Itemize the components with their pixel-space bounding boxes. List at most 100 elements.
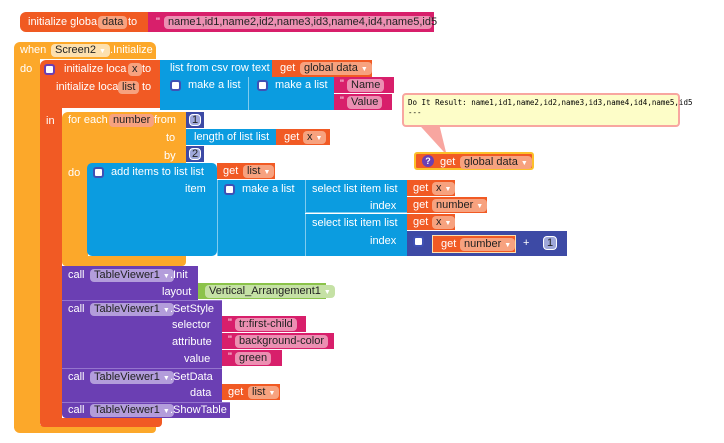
global-text-value[interactable]: name1,id1,name2,id2,name3,id3,name4,id4,… [164,16,437,29]
global-var-name[interactable]: data [98,16,128,29]
index-label-2: index [370,235,397,247]
global-init-block[interactable]: initialize globa data to [20,12,154,32]
selector-value[interactable]: tr:first-child [235,318,297,331]
call-init-block[interactable]: call TableViewer1▼ .Init layout [62,266,198,300]
loop-do-label: do [68,167,81,179]
get-list-block[interactable]: get list▼ [217,163,275,179]
x-dropdown[interactable]: x▼ [303,131,327,144]
get-label: get [223,165,239,177]
global-to-label: to [128,16,138,28]
list-dropdown[interactable]: list▼ [243,165,275,178]
select-list-item-block-2[interactable]: select list item list index [305,214,407,256]
text-name-block[interactable]: " Name [334,77,394,93]
component-dropdown[interactable]: TableViewer1▼ [90,303,174,316]
mutator-gear-icon[interactable] [44,64,55,75]
call-showtable-block[interactable]: call TableViewer1▼ .ShowTable [62,402,230,418]
csv-label: list from csv row text [170,62,270,74]
local-init-block[interactable]: initialize loca x to initialize loca lis… [40,60,160,108]
mutator-gear-icon[interactable] [170,80,181,91]
quote-icon: " [228,351,232,363]
add-items-block[interactable]: add items to list list item [87,163,217,256]
dropdown-arrow-icon: ▼ [476,203,484,210]
event-footer [14,425,156,433]
attribute-value[interactable]: background-color [235,335,328,348]
component-dropdown[interactable]: TableViewer1▼ [90,269,174,282]
get-global-data-block[interactable]: get global data▼ [272,60,372,77]
local-var-list[interactable]: list [118,81,140,94]
component-dropdown[interactable]: TableViewer1▼ [90,371,174,384]
text-name-value[interactable]: Name [347,79,385,92]
global-text-block[interactable]: " name1,id1,name2,id2,name3,id3,name4,id… [148,12,437,32]
quote-icon: " [340,78,344,90]
get-x-block-1[interactable]: get x▼ [276,129,330,145]
make-a-list-block[interactable]: make a list [160,77,248,110]
get-number-block-1[interactable]: get number▼ [407,197,488,213]
global-data-dropdown[interactable]: global data▼ [460,156,532,169]
help-icon[interactable]: ? [422,155,434,167]
by-value[interactable]: 2 [189,148,202,160]
by-label: by [164,150,176,162]
text-value-block[interactable]: " Value [334,94,392,110]
screen-dropdown[interactable]: Screen2▼ [51,44,110,57]
call-setdata-block[interactable]: call TableViewer1▼ .SetData data [62,368,222,402]
length-label: length of list list [194,131,270,143]
text-attribute-block[interactable]: " background-color [222,333,334,349]
loop-var[interactable]: number [109,114,155,127]
do-it-separator: --- [408,108,422,117]
global-data-var: global data [464,156,518,168]
local-init-label-1: initialize loca [64,63,127,75]
for-each-block[interactable]: for each number from to by [62,112,186,166]
bubble-tail [419,125,457,155]
local-to-1: to [142,63,152,75]
event-header[interactable]: when Screen2▼ .Initialize [14,42,156,59]
style-value[interactable]: green [235,352,272,365]
make-list-label: make a list [188,79,241,91]
global-init-label: initialize globa [28,16,98,28]
from-number-block[interactable]: 1 [186,112,204,128]
make-a-list-inner-block[interactable]: make a list [248,77,334,110]
param-label: selector [172,319,211,331]
get-label: get [413,182,429,194]
get-x-block-3[interactable]: get x▼ [407,214,456,230]
get-list-block-2[interactable]: get list▼ [222,384,280,400]
arrangement-dropdown[interactable]: Vertical_Arrangement1▼ [205,285,335,298]
number-dropdown[interactable]: number▼ [432,199,488,212]
get-x-block-2[interactable]: get x▼ [407,180,456,196]
addend-value[interactable]: 1 [543,236,558,250]
dropdown-arrow-icon: ▼ [360,66,368,73]
text-selector-block[interactable]: " tr:first-child [222,316,306,332]
from-value[interactable]: 1 [189,114,202,126]
component-dropdown[interactable]: TableViewer1▼ [90,404,174,417]
component-name: TableViewer1 [94,404,160,416]
for-each-body-left: do [62,166,88,258]
local-var-x[interactable]: x [128,63,142,76]
select-list-item-block-1[interactable]: select list item list index [305,180,407,213]
mutator-gear-icon[interactable] [224,184,235,195]
x-dropdown[interactable]: x▼ [432,216,456,229]
call-setstyle-block[interactable]: call TableViewer1▼ .SetStyle selector at… [62,300,222,368]
in-label: in [46,115,55,127]
list-dropdown[interactable]: list▼ [248,386,280,399]
get-number-block-2[interactable]: get number▼ [432,235,516,253]
mutator-gear-icon[interactable] [93,167,104,178]
mutator-gear-icon[interactable] [257,80,268,91]
mutator-gear-icon[interactable] [413,236,424,247]
local-init-label-2: initialize loca [56,81,119,93]
dropdown-arrow-icon: ▼ [263,169,271,176]
component-ref-block[interactable]: Vertical_Arrangement1▼ [198,283,335,299]
list-from-csv-block[interactable]: list from csv row text [160,60,272,77]
global-data-dropdown[interactable]: global data▼ [300,62,372,75]
floating-get-global-data-block[interactable]: ? get global data▼ [414,152,534,170]
method-name: .Init [170,269,188,281]
x-dropdown[interactable]: x▼ [432,182,456,195]
x-var: x [436,182,442,194]
number-dropdown[interactable]: number▼ [460,238,516,251]
length-of-list-block[interactable]: length of list list [186,129,276,145]
text-value-value[interactable]: Value [347,96,383,109]
text-value-block[interactable]: " green [222,350,282,366]
dropdown-arrow-icon: ▼ [98,48,106,55]
by-number-block[interactable]: 2 [186,146,204,162]
get-label: get [413,199,429,211]
make-a-list-item-block[interactable]: make a list [217,180,305,256]
param-label: layout [162,286,192,298]
